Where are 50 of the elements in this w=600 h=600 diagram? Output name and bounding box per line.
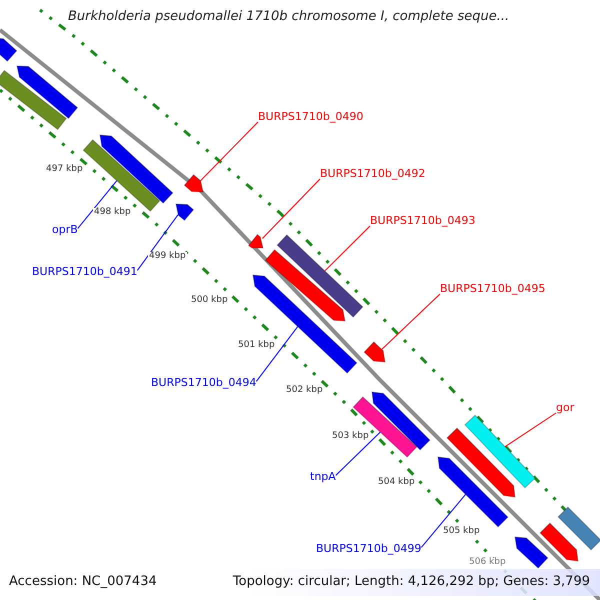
- gene-bar: [352, 396, 418, 458]
- scale-label: 502 kbp: [285, 386, 324, 395]
- gene-block: [371, 391, 431, 451]
- leader-line: [504, 412, 556, 448]
- gene-label: tnpA: [310, 471, 336, 482]
- gene-block: [437, 456, 509, 528]
- gene-block: [364, 341, 386, 363]
- gene-label: BURPS1710b_0495: [440, 283, 546, 294]
- gene-block: [446, 427, 516, 498]
- gene-label: BURPS1710b_0499: [316, 543, 422, 554]
- scale-label: 501 kbp: [237, 341, 276, 350]
- accession-text: Accession: NC_007434: [9, 575, 157, 588]
- gene-label: BURPS1710b_0492: [320, 168, 426, 179]
- gene-label: BURPS1710b_0490: [258, 111, 364, 122]
- leader-line: [262, 178, 320, 240]
- gene-label: BURPS1710b_0494: [151, 377, 256, 388]
- scale-label: 505 kbp: [442, 527, 481, 536]
- gene-label: oprB: [52, 224, 78, 235]
- gene-bar: [557, 506, 600, 551]
- leader-line: [420, 494, 466, 548]
- gene-block: [16, 65, 78, 120]
- scale-label: 503 kbp: [331, 432, 370, 441]
- scale-label: 497 kbp: [45, 165, 84, 174]
- gene-block: [0, 37, 18, 62]
- title: Burkholderia pseudomallei 1710b chromosome I, complete seque...: [68, 10, 510, 23]
- gene-block: [264, 249, 346, 322]
- gene-block: [248, 234, 264, 249]
- leader-line: [136, 214, 178, 271]
- leader-line: [335, 432, 381, 476]
- gene-block: [184, 174, 204, 193]
- gene-block: [99, 134, 174, 204]
- scale-label: 506 kbp: [468, 558, 507, 567]
- gene-block: [539, 522, 579, 562]
- genome-info-text: Topology: circular; Length: 4,126,292 bp; Genes: 3,799: [232, 575, 590, 588]
- gene-block: [175, 203, 194, 221]
- scale-label: 499 kbp: [148, 252, 187, 261]
- leader-line: [77, 180, 118, 229]
- scale-label: 498 kbp: [93, 208, 132, 217]
- gene-label: gor: [556, 402, 574, 413]
- gene-bar: [0, 70, 67, 130]
- gene-label: BURPS1710b_0493: [370, 215, 476, 226]
- leader-line: [324, 226, 370, 272]
- gene-label: BURPS1710b_0491: [32, 266, 138, 277]
- leader-line: [381, 294, 440, 350]
- leader-line: [200, 122, 258, 182]
- gene-bar: [464, 414, 536, 488]
- scale-label: 504 kbp: [377, 478, 416, 487]
- gene-bar: [276, 234, 364, 318]
- leader-line: [256, 326, 298, 382]
- scale-label: 500 kbp: [190, 296, 229, 305]
